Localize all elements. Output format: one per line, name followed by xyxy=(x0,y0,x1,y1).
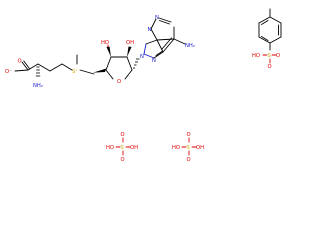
sulfate2-hydroxyl-left-label: HO xyxy=(172,145,180,151)
adenine-n7-label: N xyxy=(152,58,156,64)
sulfate2-sulfur-label: S xyxy=(187,145,190,151)
tosyl-hydroxyl-label: HO xyxy=(252,53,260,59)
tosyl-sulfur-label: S xyxy=(268,53,271,59)
amine-label: NH₂ xyxy=(33,83,43,89)
hydroxyl-right-label: OH xyxy=(126,40,134,46)
sulfuric-acid-2 xyxy=(181,137,197,156)
hydroxyl-left-label: HO xyxy=(101,40,109,46)
sulfate1-hydroxyl-left-label: HO xyxy=(106,145,114,151)
adenine-amine-label: NH₂ xyxy=(185,43,195,49)
carboxylate-oxygen-label: O xyxy=(18,59,22,65)
sulfate2-hydroxyl-right-label: OH xyxy=(196,145,204,151)
sulfate1-oxygen-top-label: O xyxy=(121,132,125,138)
carboxylate-anion-label: O⁻ xyxy=(5,69,12,75)
sulfate2-oxygen-top-label: O xyxy=(187,132,191,138)
sulfate1-oxygen-bottom-label: O xyxy=(121,157,125,163)
sam-cation xyxy=(14,17,186,80)
adenine-n9-label: N xyxy=(140,54,144,60)
sulfate2-oxygen-bottom-label: O xyxy=(187,157,191,163)
tosylate xyxy=(258,8,282,64)
sulfuric-acid-1 xyxy=(115,137,131,156)
tosyl-oxygen-bottom-label: O xyxy=(268,64,272,70)
adenine-n3-label: N xyxy=(148,27,152,33)
sulfonium-label: S⁺ xyxy=(72,69,78,75)
ribose-oxygen-label: O xyxy=(117,79,121,85)
chemical-structure-diagram: O O⁻ NH₂ S⁺ O HO OH N N N N NH₂ S HO O O… xyxy=(5,8,282,163)
sulfate1-sulfur-label: S xyxy=(121,145,124,151)
tosyl-oxygen-right-label: O xyxy=(276,53,280,59)
sulfate1-hydroxyl-right-label: OH xyxy=(130,145,138,151)
adenine-n1-label: N xyxy=(155,15,159,21)
